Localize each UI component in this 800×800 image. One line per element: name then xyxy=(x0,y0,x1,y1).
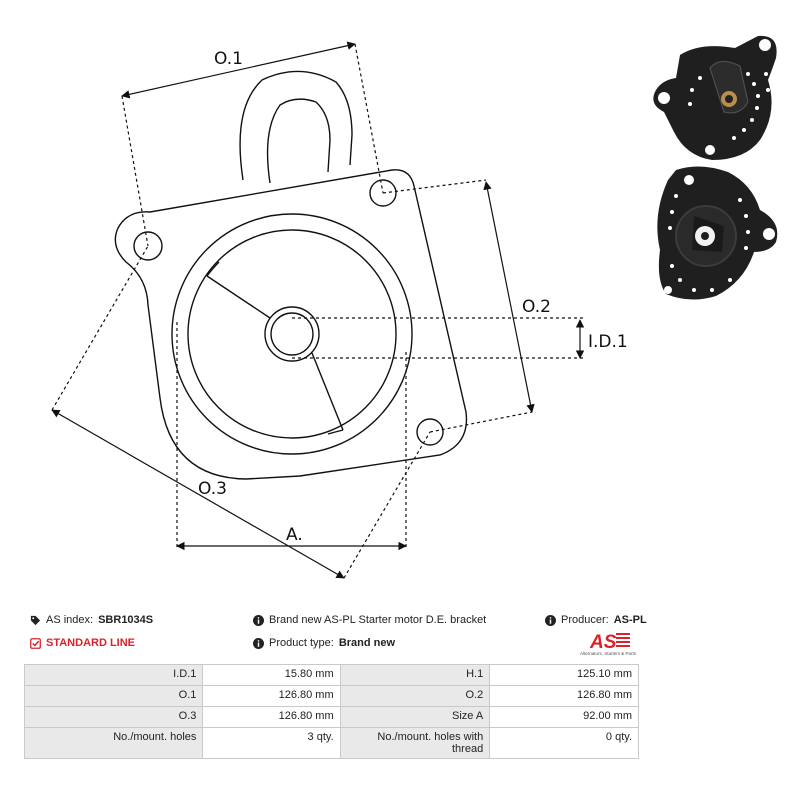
spec-value: 92.00 mm xyxy=(489,706,639,728)
info-row-2: STANDARD LINE Product type: Brand new xyxy=(0,637,800,657)
spec-value: 125.10 mm xyxy=(489,664,639,686)
spec-label: Size A xyxy=(339,706,491,728)
producer-value: AS-PL xyxy=(613,614,647,626)
standard-line: STANDARD LINE xyxy=(30,637,135,649)
product-photo-bottom xyxy=(657,166,778,300)
label-o1: O.1 xyxy=(214,49,243,69)
bracket-outline xyxy=(114,70,468,480)
info-icon xyxy=(253,637,264,649)
product-type: Product type: Brand new xyxy=(253,637,395,649)
description-text: Brand new AS-PL Starter motor D.E. brack… xyxy=(269,614,487,626)
svg-text:AS: AS xyxy=(589,632,617,652)
info-icon xyxy=(253,614,264,626)
spec-label: No./mount. holes xyxy=(23,727,204,759)
spec-label: I.D.1 xyxy=(23,664,204,686)
product-photo-top xyxy=(653,35,777,160)
spec-value: 0 qty. xyxy=(489,727,639,759)
description: Brand new AS-PL Starter motor D.E. brack… xyxy=(253,614,486,626)
as-index: AS index: SBR1034S xyxy=(30,614,153,626)
spec-value: 126.80 mm xyxy=(202,685,341,707)
label-o3: O.3 xyxy=(198,479,227,499)
as-logo-mark: AS xyxy=(589,632,630,653)
spec-value: 15.80 mm xyxy=(202,664,341,686)
as-index-value: SBR1034S xyxy=(98,614,154,626)
label-o2: O.2 xyxy=(522,297,551,317)
standard-line-text: STANDARD LINE xyxy=(46,637,136,649)
spec-label: O.1 xyxy=(23,685,204,707)
spec-label: O.2 xyxy=(339,685,491,707)
spec-label: O.3 xyxy=(23,706,204,728)
producer: Producer: AS-PL xyxy=(545,614,647,626)
product-type-label: Product type: xyxy=(269,637,334,649)
label-id1: I.D.1 xyxy=(588,332,628,352)
spec-label: H.1 xyxy=(339,664,491,686)
technical-drawing: O.1 O.2 O.3 A. I.D.1 xyxy=(51,35,778,579)
label-a: A. xyxy=(286,525,303,545)
as-pl-logo: AS Alternators, Starters & Parts xyxy=(576,630,640,658)
info-icon xyxy=(545,614,556,626)
spec-label: No./mount. holes with thread xyxy=(339,727,491,759)
spec-value: 126.80 mm xyxy=(489,685,639,707)
producer-label: Producer: xyxy=(561,614,609,626)
check-square-icon xyxy=(30,637,41,649)
logo-tagline: Alternators, Starters & Parts xyxy=(580,651,637,656)
as-index-label: AS index: xyxy=(46,614,94,626)
spec-value: 126.80 mm xyxy=(202,706,341,728)
spec-value: 3 qty. xyxy=(202,727,341,759)
dimension-lines xyxy=(51,41,585,579)
info-row-1: AS index: SBR1034S Brand new AS-PL Start… xyxy=(0,614,800,634)
product-type-value: Brand new xyxy=(338,637,396,649)
tags-icon xyxy=(30,615,41,625)
